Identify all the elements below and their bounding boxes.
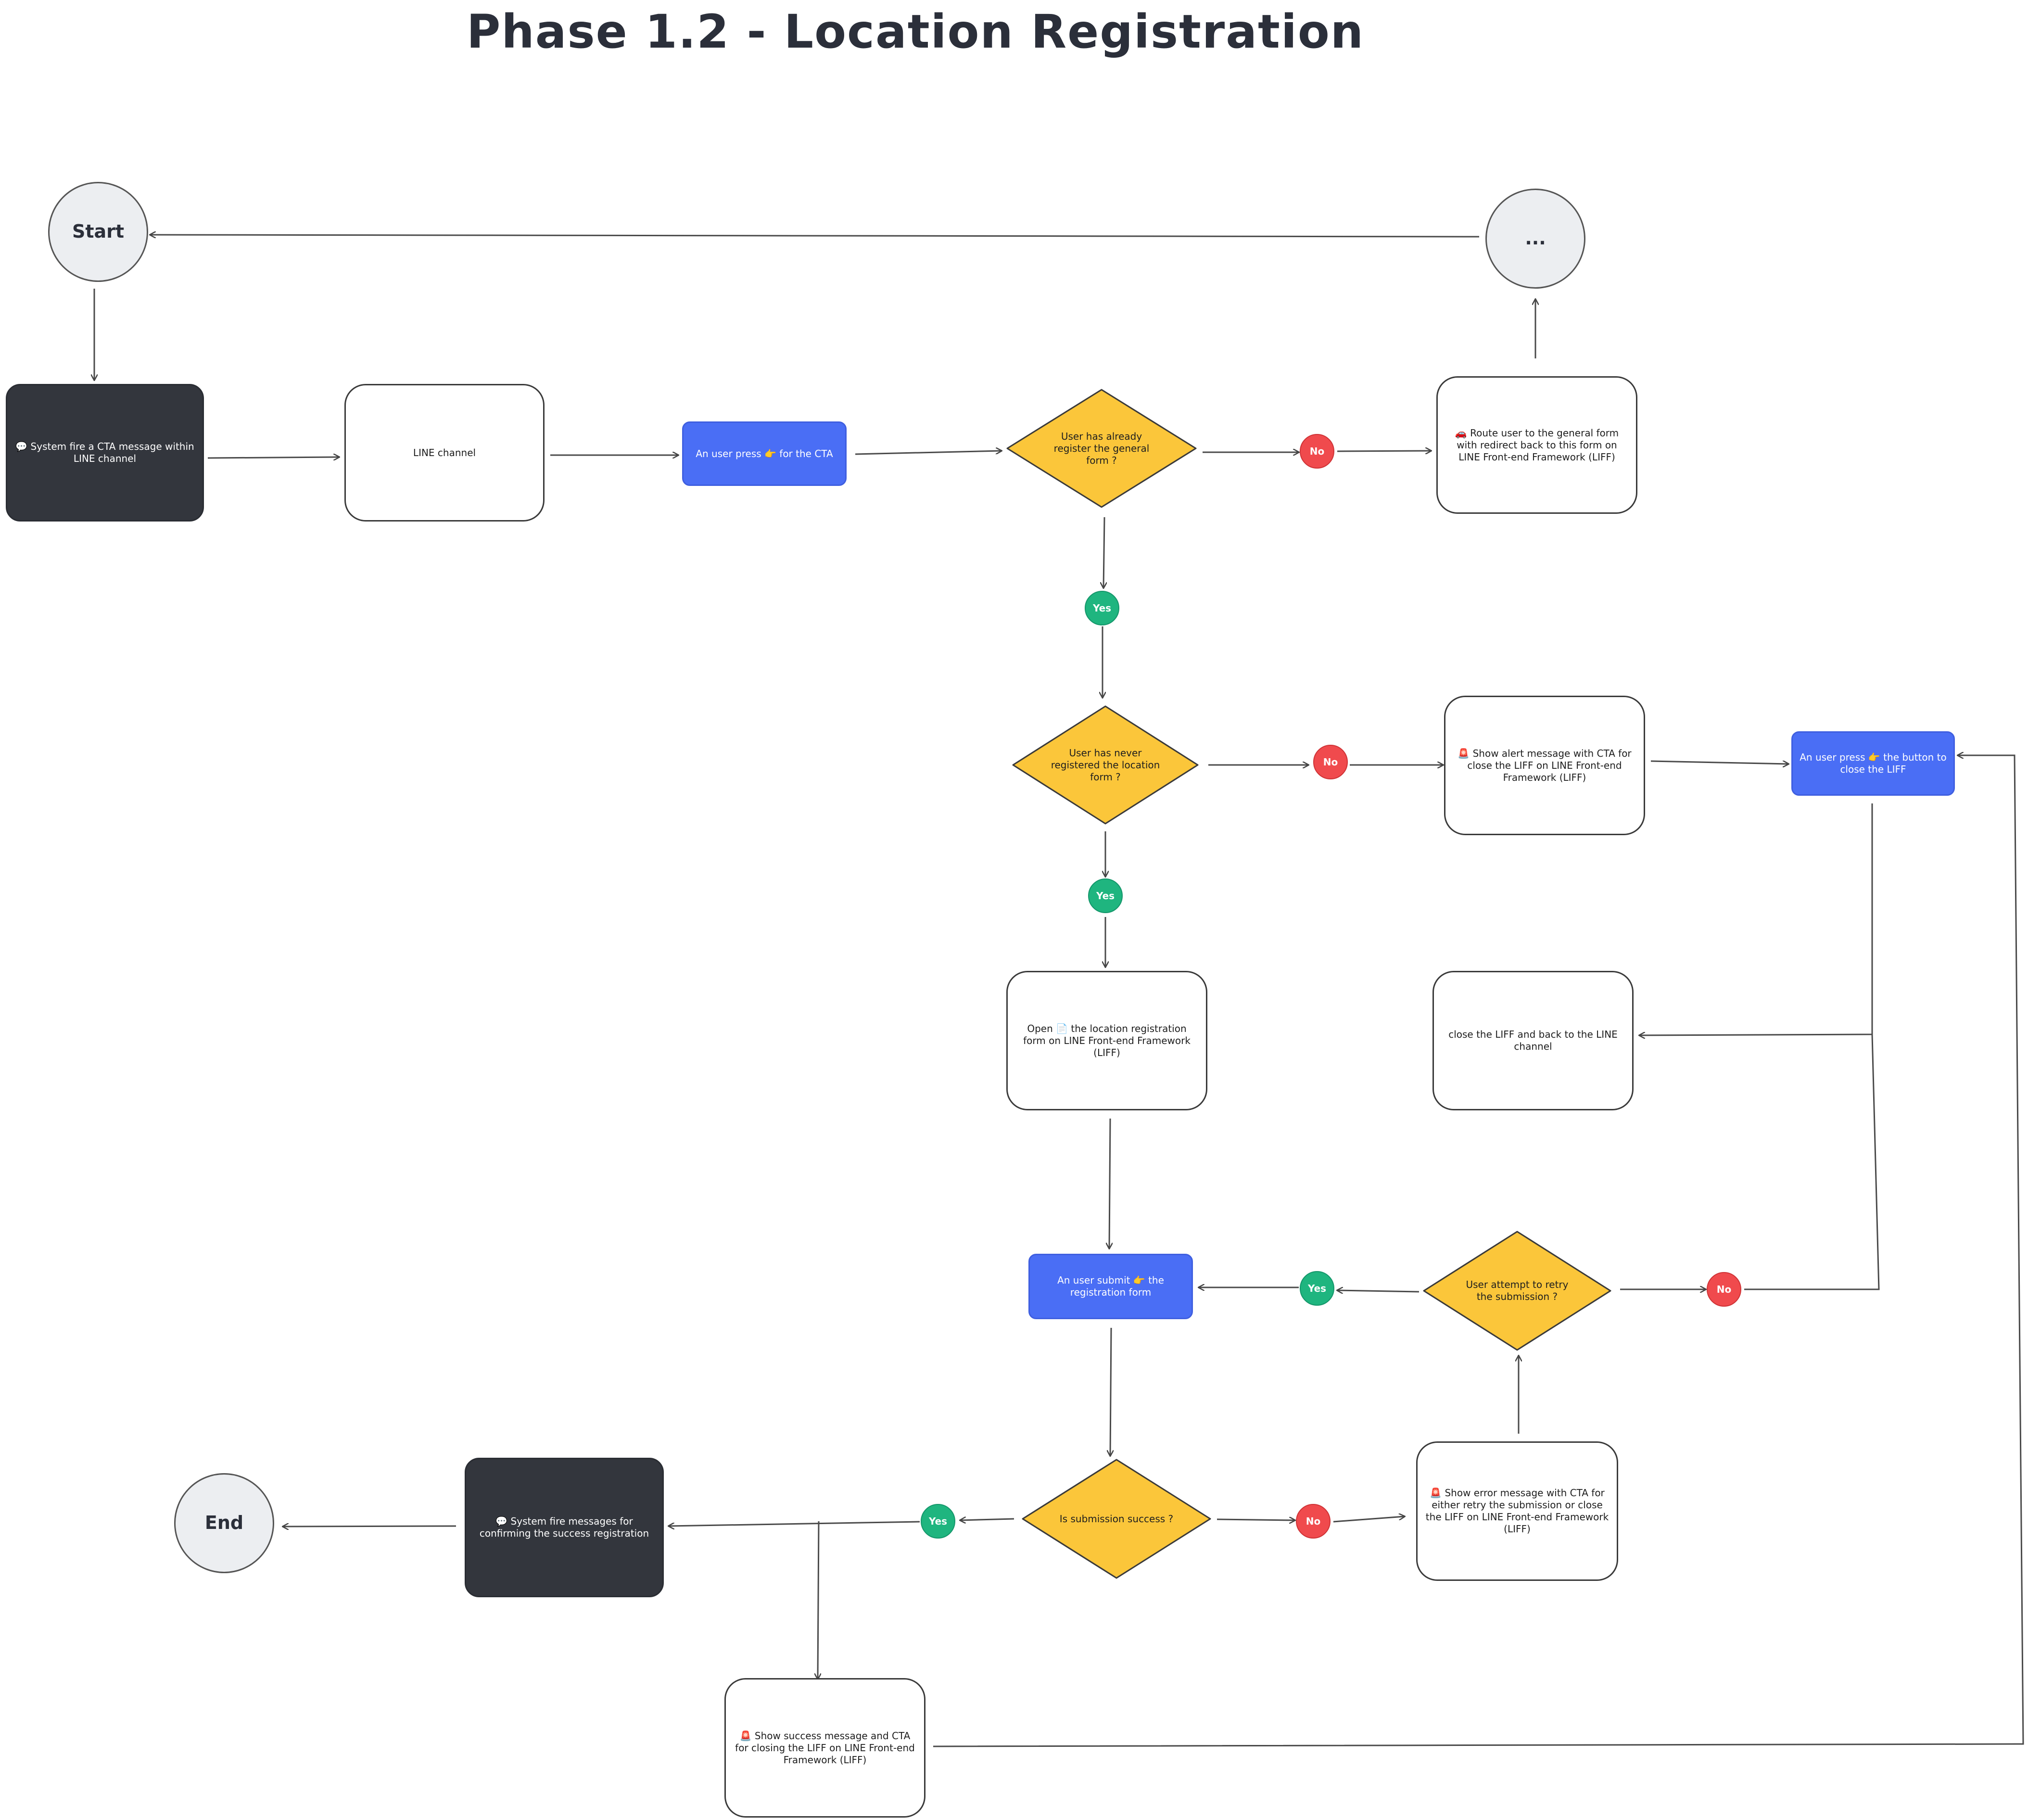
system-fire-cta-text: 💬 System fire a CTA message within LINE …	[15, 441, 194, 464]
arrow-open-to-submit	[1109, 1118, 1110, 1248]
badge-yes-never-label: Yes	[1096, 890, 1115, 902]
end-label: End	[204, 1512, 244, 1534]
diagram-title: Phase 1.2 - Location Registration	[467, 5, 1365, 59]
badge-no-retry-label: No	[1716, 1284, 1732, 1295]
show-success-node: 🚨 Show success message and CTA for closi…	[724, 1678, 925, 1818]
badge-yes-never: Yes	[1088, 878, 1123, 913]
arrow-system-to-line	[207, 457, 339, 458]
user-press-cta-text: An user press 👉 for the CTA	[696, 447, 833, 459]
arrow-success-to-no	[1217, 1519, 1295, 1520]
arrow-show-success-to-close	[933, 755, 2024, 1747]
route-general-form-text: 🚗 Route user to the general form with re…	[1455, 427, 1619, 463]
decision-success-text: Is submission success ?	[1059, 1513, 1174, 1525]
badge-no-general: No	[1300, 434, 1334, 469]
line-channel-text: LINE channel	[413, 446, 476, 458]
badge-yes-success: Yes	[921, 1504, 955, 1539]
arrow-retry-to-yes	[1337, 1290, 1420, 1292]
decision-never-registered: User has never registered the location f…	[1011, 704, 1200, 826]
decision-retry: User attempt to retry the submission ?	[1422, 1230, 1612, 1352]
arrow-close-down-to-closeliff	[1639, 803, 1873, 1035]
arrow-yes-branch-to-show-success	[818, 1521, 819, 1679]
decision-success-shape	[1022, 1459, 1211, 1579]
badge-yes-retry: Yes	[1300, 1271, 1334, 1306]
decision-retry-shape	[1423, 1231, 1611, 1351]
arrow-ellipsis-to-start	[150, 235, 1480, 237]
start-node: Start	[48, 182, 148, 282]
line-no-retry-to-close	[1744, 1034, 1880, 1290]
decision-general-form-text: User has already register the general fo…	[1053, 430, 1150, 466]
arrow-submit-to-success	[1110, 1327, 1111, 1456]
badge-no-retry: No	[1707, 1272, 1741, 1307]
close-liff-node: close the LIFF and back to the LINE chan…	[1432, 971, 1634, 1110]
arrow-system-success-to-end	[283, 1526, 456, 1527]
decision-success: Is submission success ?	[1021, 1458, 1212, 1580]
arrow-alert-to-close	[1650, 760, 1788, 764]
badge-yes-retry-label: Yes	[1307, 1283, 1327, 1294]
arrow-no-to-error	[1333, 1516, 1405, 1523]
badge-no-success-label: No	[1306, 1515, 1321, 1527]
decision-general-form-shape	[1006, 389, 1197, 508]
close-liff-text: close the LIFF and back to the LINE chan…	[1448, 1029, 1618, 1052]
decision-retry-text: User attempt to retry the submission ?	[1466, 1279, 1569, 1302]
system-fire-success-text: 💬 System fire messages for confirming th…	[479, 1515, 649, 1539]
start-label: Start	[72, 221, 125, 242]
show-error-text: 🚨 Show error message with CTA for either…	[1425, 1487, 1609, 1535]
badge-no-never-label: No	[1323, 756, 1338, 768]
badge-yes-general-label: Yes	[1092, 602, 1112, 614]
user-submit-text: An user submit 👉 the registration form	[1057, 1274, 1164, 1298]
end-node: End	[174, 1473, 274, 1573]
decision-never-registered-shape	[1012, 705, 1199, 825]
show-success-text: 🚨 Show success message and CTA for closi…	[735, 1730, 915, 1766]
arrow-success-to-yes	[960, 1519, 1014, 1520]
open-location-form-text: Open 📄 the location registration form on…	[1023, 1022, 1191, 1058]
show-error-node: 🚨 Show error message with CTA for either…	[1416, 1441, 1618, 1581]
badge-no-general-label: No	[1309, 445, 1325, 457]
diagram-title-area: Phase 1.2 - Location Registration	[0, 0, 1732, 67]
user-press-close-node: An user press 👉 the button to close the …	[1791, 731, 1955, 796]
badge-yes-general: Yes	[1085, 591, 1119, 625]
arrow-yes-to-system-success	[669, 1521, 920, 1526]
badge-no-never: No	[1313, 745, 1348, 779]
arrow-press-to-decision1	[855, 451, 1001, 455]
line-channel-node: LINE channel	[344, 384, 545, 522]
badge-no-success: No	[1296, 1504, 1331, 1539]
system-fire-success-node: 💬 System fire messages for confirming th…	[465, 1458, 664, 1597]
ellipsis-label: ...	[1525, 228, 1546, 249]
show-alert-node: 🚨 Show alert message with CTA for close …	[1444, 696, 1645, 835]
system-fire-cta-node: 💬 System fire a CTA message within LINE …	[6, 384, 204, 522]
decision-never-registered-text: User has never registered the location f…	[1051, 747, 1160, 783]
decision-general-form: User has already register the general fo…	[1005, 388, 1198, 509]
show-alert-text: 🚨 Show alert message with CTA for close …	[1458, 747, 1632, 783]
badge-yes-success-label: Yes	[928, 1515, 948, 1527]
user-press-close-text: An user press 👉 the button to close the …	[1800, 751, 1947, 775]
route-general-form-node: 🚗 Route user to the general form with re…	[1436, 376, 1637, 514]
ellipsis-node: ...	[1485, 189, 1585, 289]
open-location-form-node: Open 📄 the location registration form on…	[1006, 971, 1207, 1110]
user-submit-node: An user submit 👉 the registration form	[1028, 1254, 1193, 1319]
user-press-cta-node: An user press 👉 for the CTA	[682, 421, 847, 486]
arrow-decision1-to-yes	[1103, 517, 1104, 588]
